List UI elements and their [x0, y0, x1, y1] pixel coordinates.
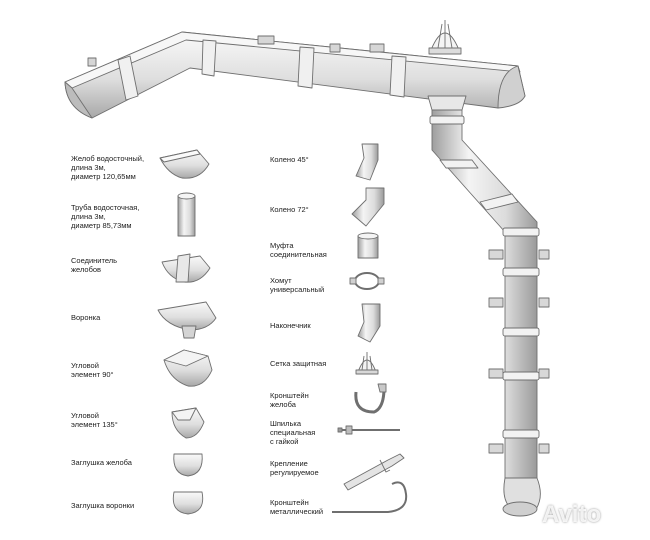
gutter-bracket-icon — [354, 383, 387, 414]
coupling-label: Муфта соединительная — [270, 241, 327, 259]
downpipe-assembly — [429, 107, 550, 517]
assembled-protective-grid — [428, 20, 462, 55]
funnel-cap-label: Заглушка воронки — [71, 501, 135, 510]
funnel-cap-icon — [172, 491, 204, 515]
avito-watermark: Avito — [542, 501, 602, 528]
corner-135-icon — [171, 407, 205, 439]
gutter-connector-label: Соединитель желобов — [71, 256, 118, 274]
elbow-72-label: Колено 72° — [270, 205, 309, 214]
left-parts-icons — [157, 149, 217, 515]
elbow-45-icon — [355, 143, 379, 181]
elbow-45-label: Колено 45° — [270, 155, 309, 164]
right-parts-icons — [332, 143, 408, 513]
coupling-icon — [357, 232, 379, 259]
assembled-funnel — [427, 95, 467, 111]
gutter-label: Желоб водосточный, длина 3м, диаметр 120… — [71, 154, 145, 181]
stud-bolt-label: Шпилька специальная с гайкой — [270, 419, 316, 446]
gutter-connector-icon — [161, 253, 211, 283]
clamp-label: Хомут универсальный — [270, 276, 325, 294]
pipe-icon — [177, 192, 196, 237]
adjustable-mount-icon — [343, 453, 405, 491]
protective-grid-icon — [355, 352, 379, 375]
gutter-icon — [159, 149, 210, 179]
outlet-label: Наконечник — [270, 321, 311, 330]
pipe-clamps — [488, 249, 550, 454]
corner-90-icon — [163, 349, 213, 387]
gutter-cap-icon — [173, 453, 203, 477]
pipe-label: Труба водосточная, длина 3м, диаметр 85,… — [71, 203, 140, 230]
outlet-icon — [357, 303, 381, 343]
stud-bolt-icon — [337, 425, 400, 435]
gutter-hooks — [87, 35, 385, 67]
protective-grid-label: Сетка защитная — [270, 359, 327, 368]
metal-bracket-label: Кронштейн металлический — [270, 498, 324, 516]
adjustable-mount-label: Крепление регулируемое — [270, 459, 319, 477]
elbow-72-icon — [351, 187, 385, 227]
gutter-bracket-label: Кронштейн желоба — [270, 391, 309, 409]
gutter-run — [64, 31, 526, 119]
corner-135-label: Угловой элемент 135° — [71, 411, 118, 429]
funnel-icon — [157, 301, 217, 339]
assembled-gutter-system — [64, 20, 550, 517]
funnel-label: Воронка — [71, 313, 101, 322]
gutter-connectors — [117, 39, 407, 101]
gutter-cap-label: Заглушка желоба — [71, 458, 132, 467]
corner-90-label: Угловой элемент 90° — [71, 361, 114, 379]
metal-bracket-icon — [332, 481, 408, 513]
clamp-icon — [349, 272, 385, 290]
